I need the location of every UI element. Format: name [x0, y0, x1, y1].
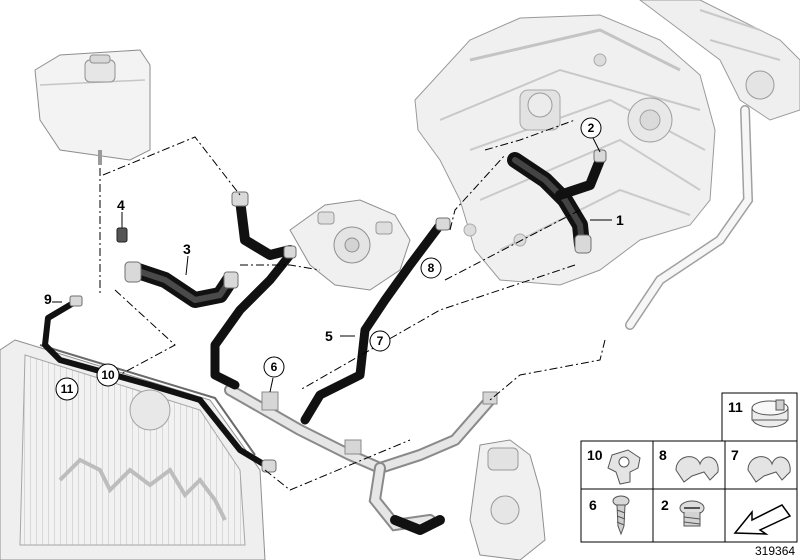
- parts-legend: 11 10 8 7 6 2: [580, 392, 798, 543]
- callout-3: 3: [183, 241, 191, 257]
- callout-2: 2: [580, 117, 602, 139]
- hose-clip-icon: [607, 449, 641, 485]
- callout-4: 4: [117, 197, 125, 213]
- right-return-pipe: [625, 105, 754, 330]
- coolant-hoses: [42, 152, 605, 535]
- svg-text:2: 2: [661, 497, 669, 513]
- callout-6: 6: [263, 356, 285, 378]
- engine-mount: [639, 0, 800, 121]
- svg-text:6: 6: [271, 360, 278, 374]
- callout-7: 7: [369, 330, 391, 352]
- engine-block: [414, 14, 716, 286]
- radiator: [0, 339, 266, 560]
- callout-8: 8: [420, 257, 442, 279]
- svg-text:10: 10: [101, 368, 115, 382]
- svg-text:7: 7: [377, 334, 384, 348]
- double-clip-icon: [747, 456, 791, 483]
- svg-text:8: 8: [428, 261, 435, 275]
- hose-clamp-icon: [751, 399, 789, 428]
- screw-icon: [612, 495, 630, 536]
- svg-text:3: 3: [183, 241, 191, 257]
- double-clip-icon: [675, 456, 719, 483]
- svg-text:10: 10: [587, 447, 603, 463]
- callout-11: 11: [55, 377, 79, 401]
- svg-text:7: 7: [731, 447, 739, 463]
- svg-text:11: 11: [61, 382, 74, 396]
- hose-fittings: [69, 149, 607, 473]
- svg-text:9: 9: [44, 291, 52, 307]
- svg-text:6: 6: [589, 497, 597, 513]
- expansion-tank: [34, 49, 151, 165]
- kit-arrow-icon: [733, 504, 792, 535]
- svg-text:5: 5: [325, 328, 333, 344]
- callout-10: 10: [96, 363, 120, 387]
- svg-text:11: 11: [728, 399, 743, 415]
- callout-leaders: [52, 135, 612, 393]
- svg-text:4: 4: [117, 197, 125, 213]
- plug-screw-icon: [679, 500, 705, 527]
- callout-1: 1: [616, 212, 624, 228]
- callouts: 1 2 3 4 5 6 7 8 9 10 11: [44, 117, 624, 401]
- svg-text:2: 2: [588, 121, 595, 135]
- svg-text:8: 8: [659, 447, 667, 463]
- coolant-pipe-assembly: [224, 384, 498, 532]
- water-pump: [289, 199, 411, 291]
- callout-5: 5: [325, 328, 333, 344]
- temperature-sensor: [116, 227, 128, 243]
- reference-number: 319364: [755, 544, 795, 558]
- leader-lines: [99, 119, 606, 491]
- auxiliary-pump: [469, 439, 546, 560]
- callout-9: 9: [44, 291, 52, 307]
- svg-text:1: 1: [616, 212, 624, 228]
